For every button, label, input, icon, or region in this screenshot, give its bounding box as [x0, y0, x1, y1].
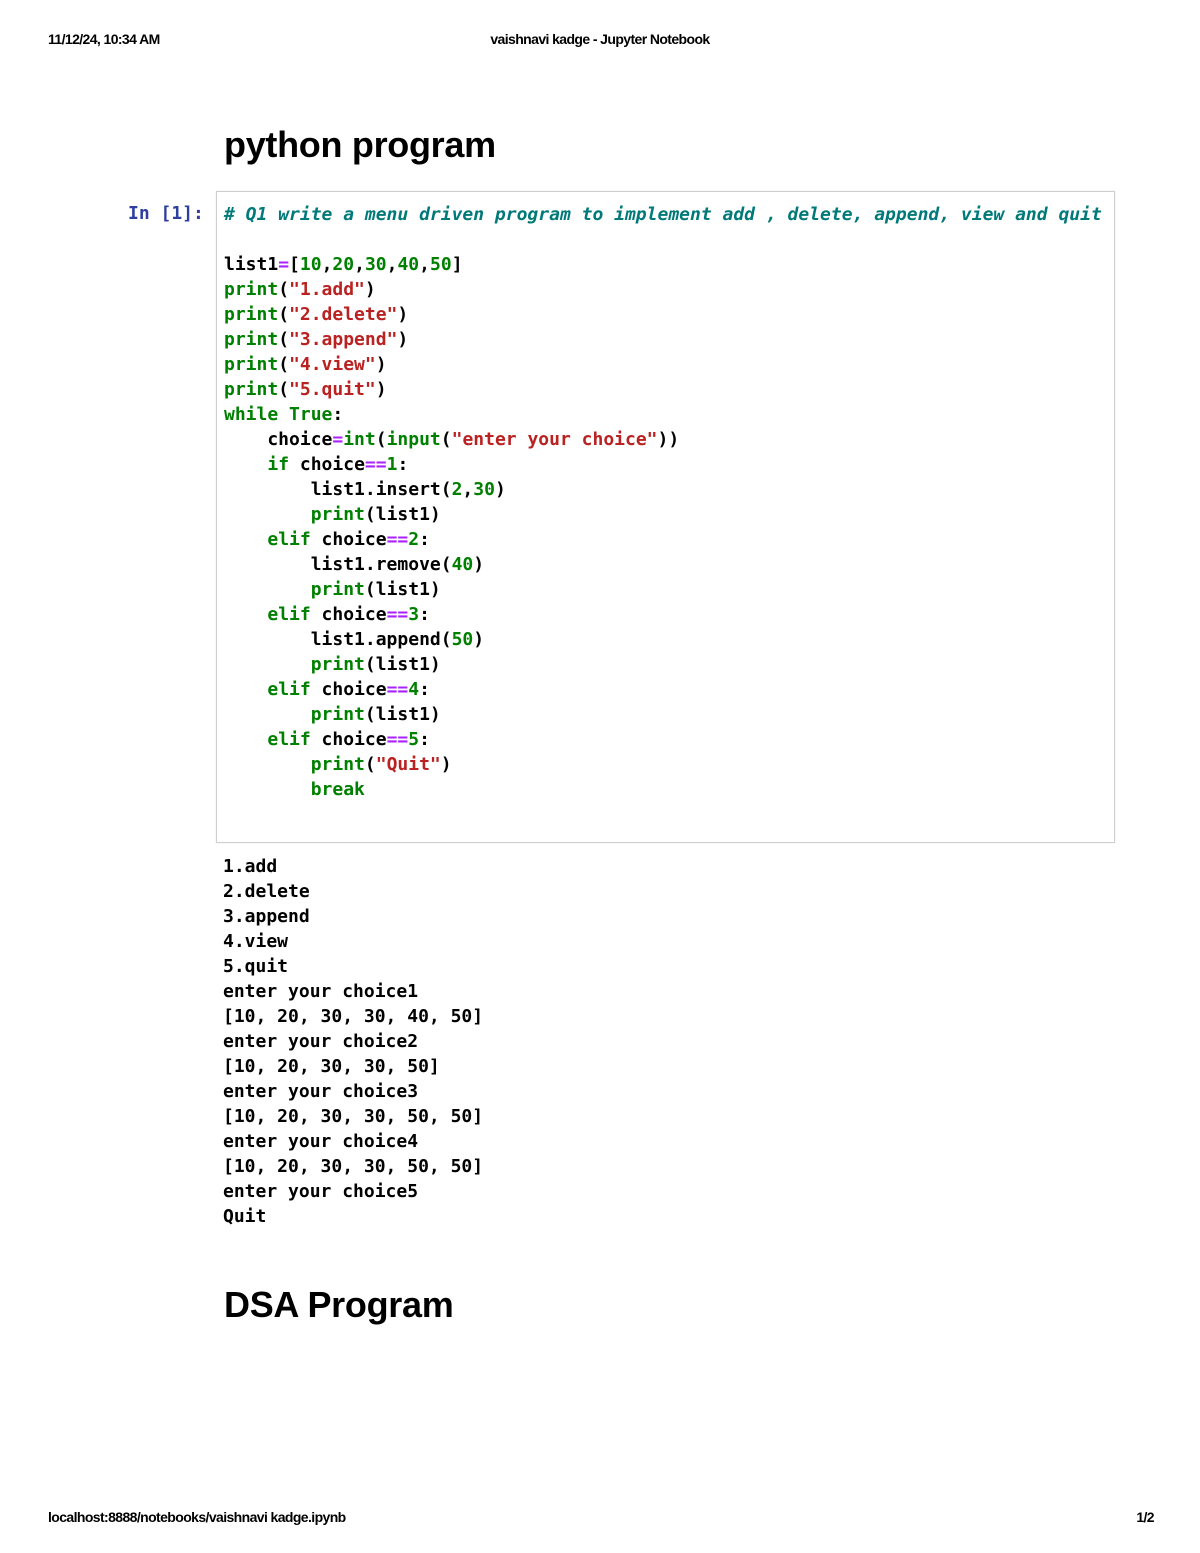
code-line: print("Quit"): [310, 754, 452, 775]
output-line: [10, 20, 30, 30, 50]: [223, 1056, 440, 1077]
code-line: print(list1): [310, 579, 441, 600]
code-line: list1.append(50): [224, 629, 485, 650]
output-line: 1.add: [223, 856, 278, 877]
code-line: list1.remove(40): [224, 554, 485, 575]
code-line: print("1.add"): [224, 279, 376, 300]
output-line: 2.delete: [223, 881, 310, 902]
output-line: 4.view: [223, 931, 289, 952]
heading-dsa-program: DSA Program: [224, 1284, 454, 1325]
output-line: [10, 20, 30, 30, 50, 50]: [223, 1106, 484, 1127]
cell-output: 1.add 2.delete 3.append 4.view 5.quit enter y…: [223, 854, 483, 1229]
code-line: print("5.quit"): [224, 379, 387, 400]
output-line: enter your choice3: [223, 1081, 419, 1102]
output-line: enter your choice5: [223, 1181, 419, 1202]
heading-python-program: python program: [224, 124, 496, 165]
print-page-number: 1/2: [1136, 1509, 1154, 1525]
code-line: [224, 227, 1102, 252]
code-line: print("3.append"): [224, 329, 409, 350]
code-line: while True:: [224, 404, 344, 425]
output-line: 5.quit: [223, 956, 289, 977]
output-line: [10, 20, 30, 30, 40, 50]: [223, 1006, 484, 1027]
code-line: print(list1): [310, 504, 441, 525]
code-line: print(list1): [310, 654, 441, 675]
code-content[interactable]: # Q1 write a menu driven program to impl…: [224, 202, 1102, 802]
code-line: list1.insert(2,30): [224, 479, 506, 500]
output-line: 3.append: [223, 906, 310, 927]
code-line: elif choice==4:: [267, 679, 430, 700]
output-line: Quit: [223, 1206, 267, 1227]
code-line: elif choice==5:: [267, 729, 430, 750]
code-line: print("2.delete"): [224, 304, 409, 325]
code-line: elif choice==2:: [267, 529, 430, 550]
output-line: enter your choice1: [223, 981, 419, 1002]
output-line: enter your choice2: [223, 1031, 419, 1052]
code-line: if choice==1:: [267, 454, 409, 475]
print-url: localhost:8888/notebooks/vaishnavi kadge…: [48, 1509, 346, 1525]
code-line: choice=int(input("enter your choice")): [224, 429, 680, 450]
code-line: break: [310, 779, 365, 800]
output-line: enter your choice4: [223, 1131, 419, 1152]
code-line: elif choice==3:: [267, 604, 430, 625]
code-line: list1=[10,20,30,40,50]: [224, 254, 463, 275]
output-line: [10, 20, 30, 30, 50, 50]: [223, 1156, 484, 1177]
code-cell-editor[interactable]: # Q1 write a menu driven program to impl…: [216, 191, 1115, 843]
code-line: print(list1): [310, 704, 441, 725]
print-title: vaishnavi kadge - Jupyter Notebook: [490, 31, 710, 47]
code-line: # Q1 write a menu driven program to impl…: [224, 204, 1102, 225]
code-line: print("4.view"): [224, 354, 387, 375]
cell-input-prompt: In [1]:: [128, 203, 204, 224]
print-datetime: 11/12/24, 10:34 AM: [48, 31, 160, 47]
